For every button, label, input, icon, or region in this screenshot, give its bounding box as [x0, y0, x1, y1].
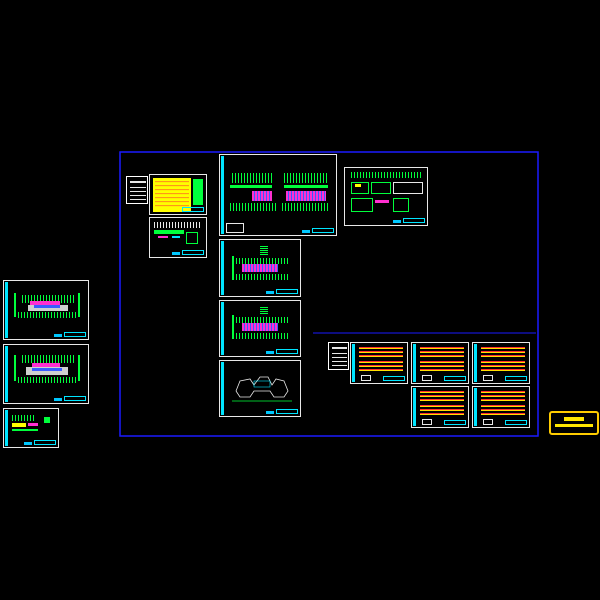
roof-outline: [232, 376, 292, 402]
title-block: [276, 289, 298, 294]
sheet-schedule-5[interactable]: [472, 386, 530, 428]
title-block: [64, 332, 86, 337]
sheet-left-small[interactable]: [3, 408, 59, 448]
title-block: [182, 250, 204, 255]
title-block: [182, 207, 204, 212]
sheet-margin-bar: [5, 410, 8, 446]
title-block: [34, 440, 56, 445]
sheet-legend-block-2[interactable]: [328, 342, 349, 370]
sheet-margin-bar: [221, 156, 224, 234]
title-block: [64, 396, 86, 401]
sheet-roof-plan[interactable]: [219, 360, 301, 417]
sheet-left-plan-2[interactable]: [3, 344, 89, 404]
title-block: [276, 349, 298, 354]
sheet-margin-bar: [221, 362, 224, 415]
title-block: [505, 420, 527, 425]
sheet-margin-bar: [221, 302, 224, 355]
sheet-table-detail[interactable]: [149, 217, 207, 258]
title-block: [444, 420, 466, 425]
sheet-system-diagram[interactable]: [219, 154, 337, 236]
title-block: [403, 218, 425, 223]
sheet-margin-bar: [5, 346, 8, 402]
sheet-notes-yellow[interactable]: [149, 174, 207, 215]
sheet-margin-bar: [221, 241, 224, 295]
sheet-margin-bar: [5, 282, 8, 338]
logo-stamp: [549, 411, 599, 435]
title-block: [312, 228, 334, 233]
sheet-detail-diagrams[interactable]: [344, 167, 428, 226]
sheet-floor-plan-a[interactable]: [219, 239, 301, 297]
sheet-schedule-3[interactable]: [472, 342, 530, 384]
title-block: [505, 376, 527, 381]
sheet-floor-plan-b[interactable]: [219, 300, 301, 357]
sheet-legend-block[interactable]: [126, 176, 148, 204]
title-block: [444, 376, 466, 381]
sheet-schedule-1[interactable]: [350, 342, 408, 384]
sheet-schedule-4[interactable]: [411, 386, 469, 428]
title-block: [383, 376, 405, 381]
sheet-schedule-2[interactable]: [411, 342, 469, 384]
title-block: [276, 409, 298, 414]
stamp-text-glyphs: [555, 417, 593, 427]
sheet-left-plan-1[interactable]: [3, 280, 89, 340]
